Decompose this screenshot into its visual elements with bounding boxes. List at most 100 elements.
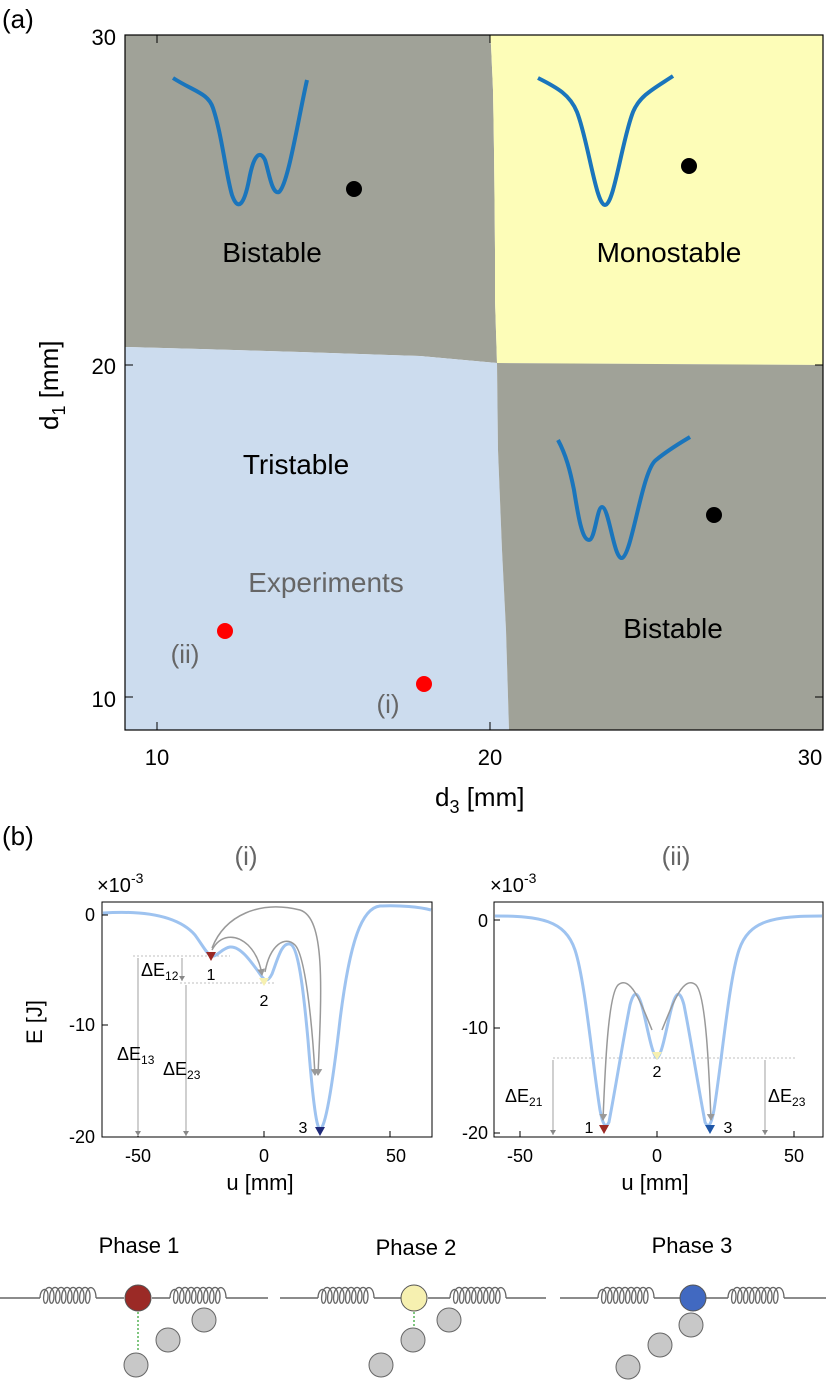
- phase-3-magnet-3: [615, 1354, 641, 1380]
- phase-1-magnet-2: [155, 1327, 181, 1353]
- bistable-top-marker: [346, 181, 362, 197]
- phase-2-left-spring: [317, 1286, 375, 1304]
- phase-3-label: Phase 3: [652, 1233, 733, 1258]
- phase-3-schematic: Phase 3: [560, 1233, 826, 1380]
- region-bistable-top: [125, 35, 497, 363]
- x-axis-label: d3 [mm]: [435, 782, 524, 817]
- plot-ii-ytick-10: -10: [462, 1018, 488, 1038]
- plot-ii-dE21: ΔE21: [505, 1086, 543, 1109]
- phase-2-magnet-3: [368, 1352, 394, 1378]
- phase-1-label: Phase 1: [99, 1233, 180, 1258]
- phase-2-magnet-2: [400, 1327, 426, 1353]
- plot-i-xtick-0: 0: [259, 1146, 269, 1166]
- y-tick-30: 30: [92, 25, 116, 50]
- phase-1-mass: [124, 1284, 152, 1312]
- plot-ii-frame: [493, 901, 824, 1138]
- panel-b-label: (b): [2, 821, 34, 851]
- plot-i-ytick-10: -10: [69, 1015, 95, 1035]
- experiment-i-point: [416, 676, 432, 692]
- y-tick-10: 10: [92, 687, 116, 712]
- phase-3-magnet-2: [647, 1332, 673, 1358]
- region-label-bistable-bottom: Bistable: [623, 613, 723, 644]
- experiment-i-label: (i): [376, 689, 399, 719]
- phase-2-label: Phase 2: [376, 1235, 457, 1260]
- phase-1-magnet-1: [191, 1307, 217, 1333]
- plot-ii-ytick-20: -20: [462, 1123, 488, 1143]
- experiment-ii-label: (ii): [171, 639, 200, 669]
- plot-i-xlabel: u [mm]: [226, 1170, 293, 1195]
- region-tristable: [125, 347, 509, 730]
- phase-1-magnet-3: [123, 1352, 149, 1378]
- bistable-bottom-marker: [706, 507, 722, 523]
- plot-ii-min2-marker: [652, 1052, 662, 1060]
- plot-i-xtick-m50: -50: [125, 1146, 151, 1166]
- plot-ii-scale: ×10-3: [490, 870, 537, 897]
- plot-ii-xlabel: u [mm]: [621, 1170, 688, 1195]
- plot-i-ticks: [102, 914, 391, 1138]
- axes-frame: [124, 34, 824, 731]
- plot-ii-dE23: ΔE23: [768, 1086, 806, 1109]
- plot-ii-min3-marker: [705, 1125, 715, 1134]
- plot-ii-min2-label: 2: [653, 1064, 662, 1081]
- panel-a-label: (a): [2, 4, 34, 34]
- phase-3-right-spring: [727, 1286, 785, 1304]
- plot-i-title: (i): [234, 841, 257, 871]
- y-tick-20: 20: [92, 354, 116, 379]
- phase-1-right-spring: [169, 1286, 227, 1304]
- experiment-ii-point: [217, 623, 233, 639]
- x-tick-30: 30: [798, 745, 822, 770]
- plot-i-ylabel: E [J]: [22, 1000, 47, 1044]
- plot-i-min3-marker: [315, 1127, 325, 1136]
- plot-i-dE23: ΔE23: [163, 1059, 201, 1082]
- plot-i-frame: [101, 901, 433, 1138]
- phase-diagram: 10 20 30 30 20 10 d3 [mm] d1 [mm] Bistab…: [34, 25, 824, 817]
- axis-ticks: [125, 34, 824, 730]
- plot-ii-ytick-0: 0: [478, 911, 488, 931]
- x-tick-10: 10: [145, 745, 169, 770]
- energy-plot-ii: (ii) ×10-3 0 -10 -20 -50 0 50 u [mm]: [462, 841, 824, 1195]
- plot-i-min1-label: 1: [207, 967, 216, 984]
- phase-2-schematic: Phase 2: [280, 1235, 546, 1378]
- phase-3-magnet-1: [678, 1312, 704, 1338]
- phase-1-schematic: Phase 1: [0, 1233, 268, 1378]
- phase-2-mass: [400, 1284, 428, 1312]
- plot-ii-title: (ii): [662, 841, 691, 871]
- plot-i-scale: ×10-3: [97, 870, 144, 897]
- plot-i-xtick-50: 50: [386, 1146, 406, 1166]
- plot-ii-ticks: [494, 919, 795, 1137]
- region-label-monostable: Monostable: [597, 237, 742, 268]
- plot-ii-min1-marker: [599, 1125, 609, 1134]
- plot-i-min1-marker: [206, 952, 216, 961]
- monostable-potential-curve: [537, 74, 675, 208]
- bistable-bottom-potential-curve: [556, 435, 692, 561]
- region-bistable-bottom: [497, 363, 823, 730]
- y-axis-label: d1 [mm]: [34, 341, 69, 430]
- plot-i-ytick-20: -20: [69, 1127, 95, 1147]
- plot-i-min2-label: 2: [260, 993, 269, 1010]
- plot-i-min2-marker: [259, 978, 269, 986]
- phase-1-left-spring: [39, 1286, 97, 1304]
- plot-ii-min1-label: 1: [585, 1120, 594, 1137]
- plot-i-dE12: ΔE12: [141, 960, 179, 983]
- monostable-marker: [681, 158, 697, 174]
- plot-ii-min3-label: 3: [724, 1120, 733, 1137]
- region-monostable: [490, 35, 823, 365]
- phase-3-left-spring: [597, 1286, 655, 1304]
- plot-ii-xtick-0: 0: [652, 1146, 662, 1166]
- energy-plot-i: (i) ×10-3 0 -10 -20 -50 0 50 E [J] u [mm…: [22, 841, 433, 1195]
- phase-3-mass: [679, 1284, 707, 1312]
- bistable-top-potential-curve: [171, 76, 309, 207]
- region-label-tristable: Tristable: [243, 449, 349, 480]
- plot-ii-xtick-50: 50: [784, 1146, 804, 1166]
- phase-2-right-spring: [449, 1286, 507, 1304]
- plot-i-ytick-0: 0: [85, 905, 95, 925]
- phase-2-magnet-1: [436, 1307, 462, 1333]
- x-tick-20: 20: [478, 745, 502, 770]
- region-label-bistable-top: Bistable: [222, 237, 322, 268]
- experiments-label: Experiments: [248, 567, 404, 598]
- plot-i-dE13: ΔE13: [117, 1044, 155, 1067]
- plot-ii-xtick-m50: -50: [507, 1146, 533, 1166]
- plot-i-min3-label: 3: [299, 1120, 308, 1137]
- plot-i-energy-curve: [102, 904, 432, 1131]
